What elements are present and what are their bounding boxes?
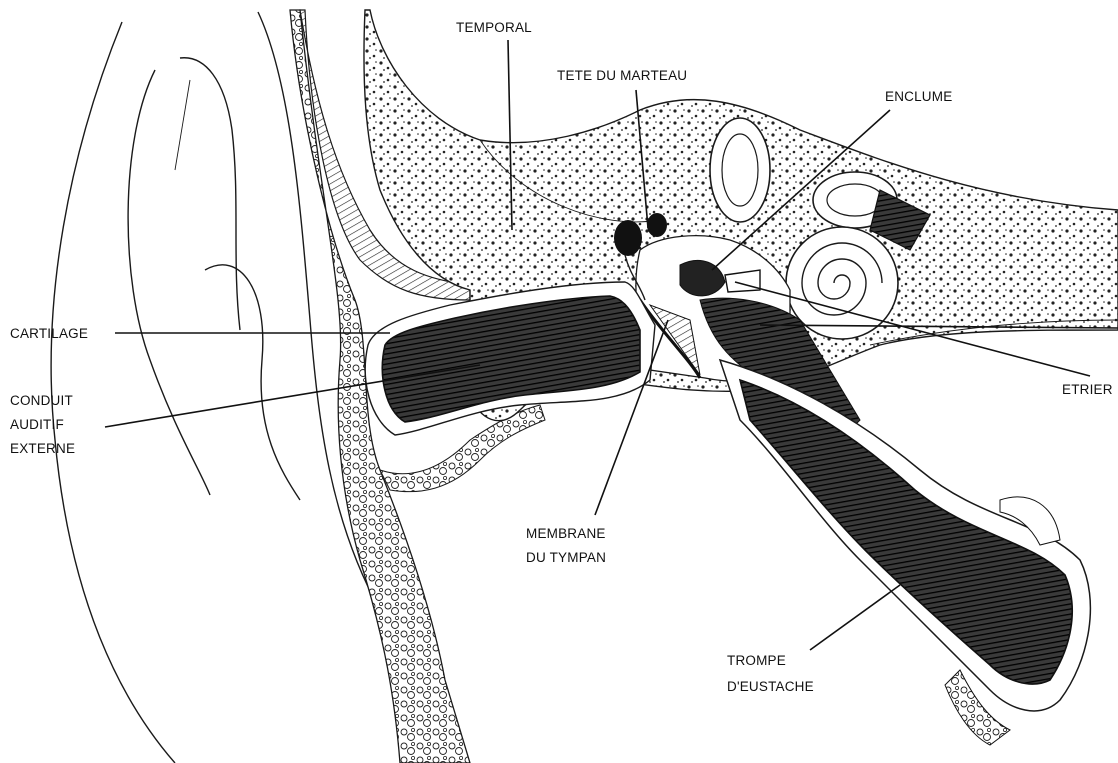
label-conduit-line3: EXTERNE [10,441,75,456]
label-tete-du-marteau: TETE DU MARTEAU [557,68,687,83]
label-conduit-line2: AUDITIF [10,417,64,432]
label-temporal: TEMPORAL [456,20,532,35]
label-trompe-line2: D'EUSTACHE [727,679,814,694]
leader-trompe [810,585,900,650]
label-membrane-line1: MEMBRANE [526,526,606,541]
label-cartilage: CARTILAGE [10,326,88,341]
label-conduit-line1: CONDUIT [10,393,73,408]
label-etrier: ETRIER [1062,382,1113,397]
label-trompe-line1: TROMPE [727,653,786,668]
label-membrane-line2: DU TYMPAN [526,550,606,565]
label-enclume: ENCLUME [885,89,952,104]
cochlea [786,227,898,339]
